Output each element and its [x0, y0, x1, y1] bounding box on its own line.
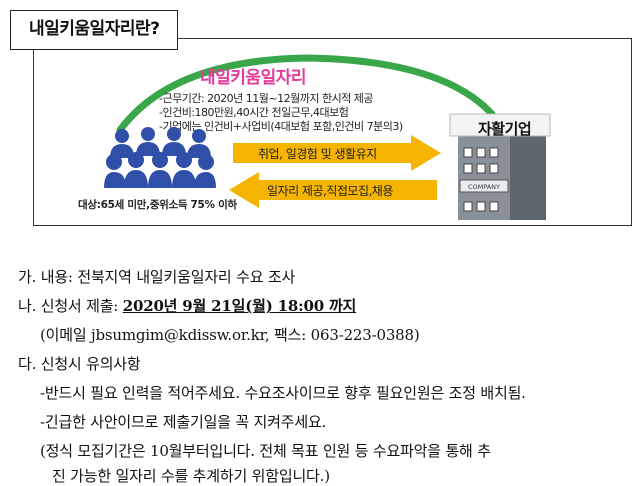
detail-work-period: -근무기간: 2020년 11월~12월까지 한시적 제공 [159, 92, 374, 105]
arrow-right-label: 취업, 일경험 및 생활유지 [258, 147, 377, 161]
detail-company-support: -기업에는 인건비+사업비(4대보험 포함,인건비 7분의3) [159, 120, 403, 133]
item-notes-heading: 다. 신청시 유의사항 [18, 355, 141, 373]
note-required-staff: -반드시 필요 인력을 적어주세요. 수요조사이므로 향후 필요인원은 조정 배… [40, 384, 526, 402]
section-title: 내일키움일자리란? [10, 10, 178, 50]
detail-wage: -인건비:180만원,40시간 전일근무,4대보험 [159, 106, 349, 119]
contact-info: (이메일 jbsumgim@kdissw.or.kr, 팩스: 063-223-… [40, 326, 420, 344]
note-schedule-line1: (정식 모집기간은 10월부터입니다. 전체 목표 인원 등 수요파악을 통해 … [40, 442, 491, 460]
diagram-banner: 내일키움일자리 [200, 68, 306, 88]
submission-deadline: 2020년 9월 21일(월) 18:00 까지 [122, 297, 357, 315]
arrow-right-icon [233, 135, 441, 171]
note-deadline: -긴급한 사안이므로 제출기일을 꼭 지켜주세요. [40, 413, 327, 431]
green-arc-decoration [116, 54, 496, 132]
arrow-left-icon [229, 172, 437, 208]
company-label: 자활기업 [478, 120, 532, 138]
target-eligibility: 대상:65세 미만,중위소득 75% 이하 [78, 199, 237, 211]
submission-label: 나. 신청서 제출: [18, 297, 123, 315]
company-building-icon: COMPANY [449, 113, 551, 220]
arrow-left-label: 일자리 제공,직접모집,채용 [267, 184, 393, 198]
item-content: 가. 내용: 전북지역 내일키움일자리 수요 조사 [18, 268, 296, 286]
people-group-icon [104, 127, 216, 188]
company-sign: COMPANY [468, 183, 500, 191]
item-submission: 나. 신청서 제출: 2020년 9월 21일(월) 18:00 까지 [18, 295, 356, 316]
note-schedule-line2: 진 가능한 일자리 수를 추계하기 위함입니다.) [52, 467, 330, 485]
